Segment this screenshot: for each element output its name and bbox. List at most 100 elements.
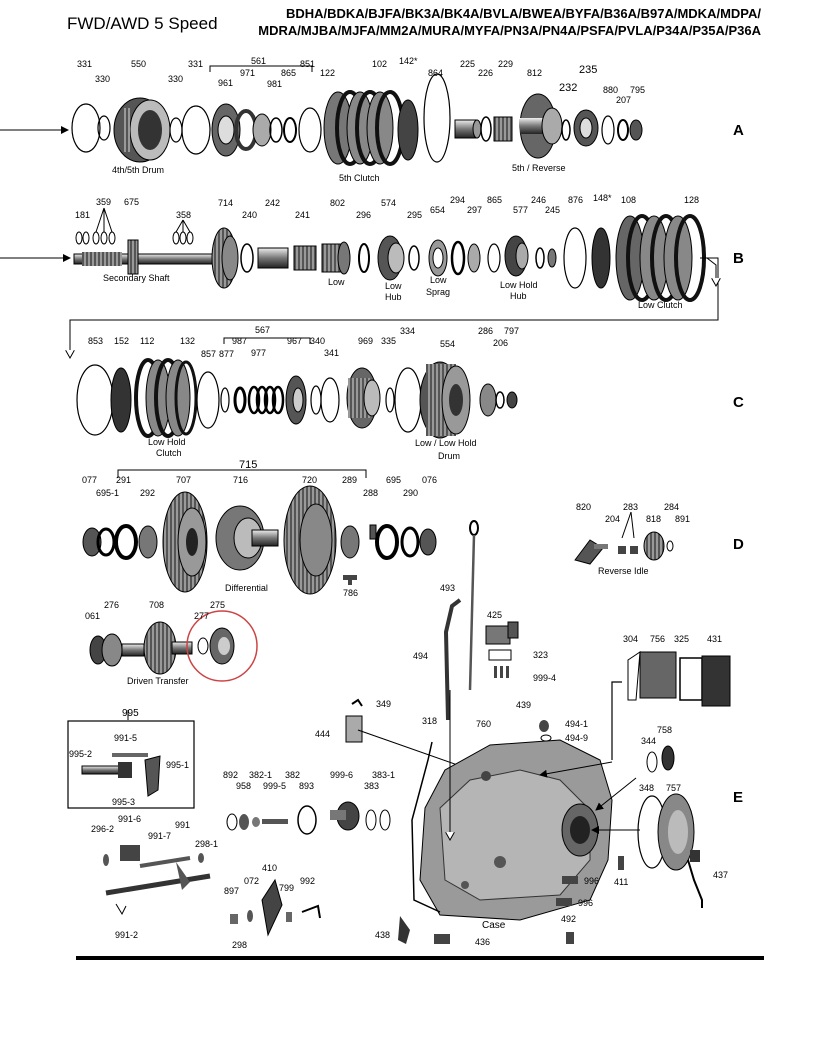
part-label: 695-1 bbox=[96, 488, 119, 498]
part-label: 995-3 bbox=[112, 797, 135, 807]
part-label: 891 bbox=[675, 514, 690, 524]
part-label: 296 bbox=[356, 210, 371, 220]
section-d-labels: 715 077 695-1 291 292 707 716 720 289 28… bbox=[82, 459, 690, 686]
part-label: 438 bbox=[375, 930, 390, 940]
part-label: 757 bbox=[666, 783, 681, 793]
part-label: 288 bbox=[363, 488, 378, 498]
part-label: 425 bbox=[487, 610, 502, 620]
return-spring-977 bbox=[247, 385, 285, 415]
caption: Clutch bbox=[156, 448, 182, 458]
caption: Hub bbox=[510, 291, 527, 301]
part-label: 076 bbox=[422, 475, 437, 485]
part-label: 999-6 bbox=[330, 770, 353, 780]
part-label: 226 bbox=[478, 68, 493, 78]
part-label: 330 bbox=[168, 74, 183, 84]
part-label: 297 bbox=[467, 205, 482, 215]
part-label: 853 bbox=[88, 336, 103, 346]
part-label: 999-5 bbox=[263, 781, 286, 791]
part-label: 128 bbox=[684, 195, 699, 205]
part-label: 334 bbox=[400, 326, 415, 336]
caption: Low bbox=[430, 275, 447, 285]
caption: 4th/5th Drum bbox=[112, 165, 164, 175]
part-label: 294 bbox=[450, 195, 465, 205]
part-label: 411 bbox=[614, 877, 628, 887]
part-label: 494 bbox=[413, 651, 428, 661]
part-label: 181 bbox=[75, 210, 90, 220]
part-label: 864 bbox=[428, 68, 443, 78]
transmission-case bbox=[419, 739, 613, 921]
part-label: 290 bbox=[403, 488, 418, 498]
caption: Reverse Idle bbox=[598, 566, 649, 576]
part-label: 720 bbox=[302, 475, 317, 485]
part-label: 695 bbox=[386, 475, 401, 485]
part-label: 298-1 bbox=[195, 839, 218, 849]
servo-410 bbox=[261, 878, 283, 937]
part-label: 991-5 bbox=[114, 733, 137, 743]
seal-rings-358 bbox=[172, 219, 194, 245]
part-label: 675 bbox=[124, 197, 139, 207]
part-label: 232 bbox=[559, 82, 577, 94]
part-label: 992 bbox=[300, 876, 315, 886]
differential-716 bbox=[215, 505, 279, 571]
part-label: 567 bbox=[255, 325, 270, 335]
part-label: 341 bbox=[324, 348, 339, 358]
section-a-labels: 331 330 550 330 331 561 961 971 865 981 … bbox=[77, 56, 645, 183]
caption: Low Hold bbox=[148, 437, 186, 447]
driven-transfer-assembly bbox=[89, 610, 258, 682]
part-label: 758 bbox=[657, 725, 672, 735]
part-label: 335 bbox=[381, 336, 396, 346]
part-label: 991-7 bbox=[148, 831, 171, 841]
part-label: 383-1 bbox=[372, 770, 395, 780]
part-label: 229 bbox=[498, 59, 513, 69]
part-label: 995-1 bbox=[166, 760, 189, 770]
piston-967 bbox=[285, 375, 307, 425]
caption: Secondary Shaft bbox=[103, 273, 170, 283]
part-label: 291 bbox=[116, 475, 131, 485]
part-label: 331 bbox=[188, 59, 203, 69]
part-label: 072 bbox=[244, 876, 259, 886]
part-label: 108 bbox=[621, 195, 636, 205]
part-label: 877 bbox=[219, 349, 234, 359]
part-label: 277 bbox=[194, 611, 209, 621]
part-label: 820 bbox=[576, 502, 591, 512]
valve-425 bbox=[485, 621, 519, 645]
part-label: 348 bbox=[639, 783, 654, 793]
highlight-circle bbox=[186, 610, 258, 682]
section-b-parts bbox=[0, 207, 718, 358]
part-label: 760 bbox=[476, 719, 491, 729]
model-codes: BDHA/BDKA/BJFA/BK3A/BK4A/BVLA/BWEA/BYFA/… bbox=[258, 5, 761, 39]
valve-body-756 bbox=[639, 651, 677, 699]
part-label: 207 bbox=[616, 95, 631, 105]
ring-330b bbox=[169, 117, 183, 143]
part-label: 971 bbox=[240, 68, 255, 78]
low-hub-574 bbox=[377, 235, 405, 281]
bottom-rule bbox=[76, 956, 764, 960]
part-label: 851 bbox=[300, 59, 315, 69]
part-label: 756 bbox=[650, 634, 665, 644]
gear-812 bbox=[519, 93, 563, 159]
part-label: 857 bbox=[201, 349, 216, 359]
part-label: 240 bbox=[242, 210, 257, 220]
part-label: 995-2 bbox=[69, 749, 92, 759]
low-hold-drum-554 bbox=[419, 361, 471, 439]
part-label: 325 bbox=[674, 634, 689, 644]
part-label: 344 bbox=[641, 736, 656, 746]
part-label: 577 bbox=[513, 205, 528, 215]
part-label: 897 bbox=[224, 886, 239, 896]
part-label: 284 bbox=[664, 502, 679, 512]
part-label: 961 bbox=[218, 78, 233, 88]
caption: Drum bbox=[438, 451, 460, 461]
part-label: 554 bbox=[440, 339, 455, 349]
part-label: 444 bbox=[315, 729, 330, 739]
seal-rings-359 bbox=[92, 207, 116, 245]
part-label: 225 bbox=[460, 59, 475, 69]
part-label: 340 bbox=[310, 336, 325, 346]
caption: 5th Clutch bbox=[339, 173, 380, 183]
part-label: 996 bbox=[578, 898, 593, 908]
part-label: 995 bbox=[122, 708, 139, 719]
part-label: 275 bbox=[210, 600, 225, 610]
shift-assembly-box bbox=[67, 720, 195, 809]
snap-ring-331 bbox=[71, 103, 101, 153]
part-label: 283 bbox=[623, 502, 638, 512]
section-c-labels: 853 152 112 132 857 567 877 987 977 967 … bbox=[88, 325, 519, 461]
